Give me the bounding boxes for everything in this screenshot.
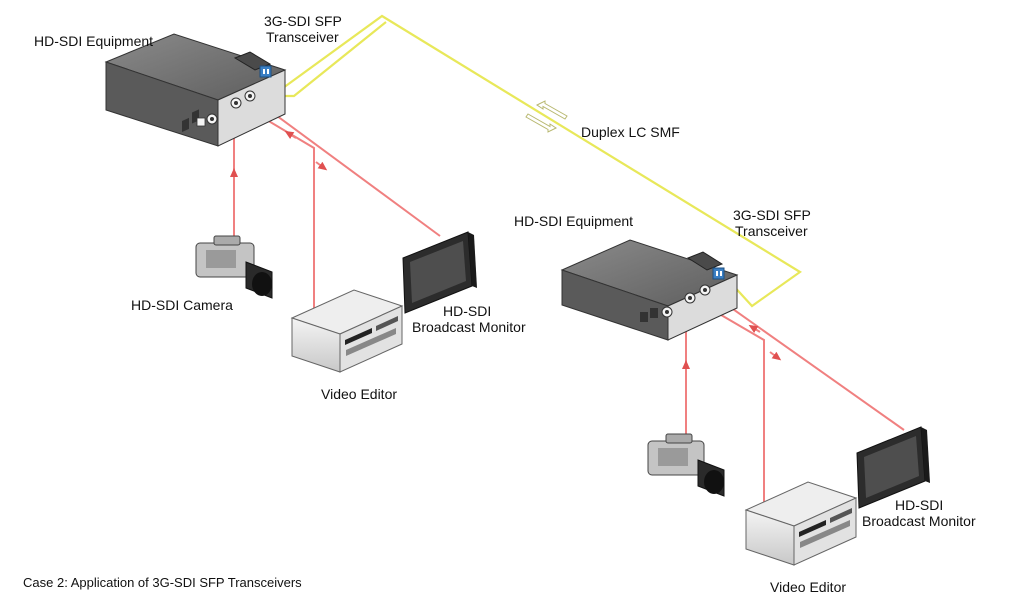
hd-sdi-equipment-1 (104, 33, 287, 147)
hd-sdi-camera-1-icon (195, 235, 273, 299)
editor-2-label: Video Editor (770, 579, 847, 595)
duplex-lc-smf-fiber (278, 14, 802, 308)
monitor-1-label-line1: HD-SDI (443, 303, 492, 319)
hd-sdi-equipment-2 (560, 239, 739, 341)
equipment-1-label: HD-SDI Equipment (34, 33, 154, 49)
sfp-2-label-line2: Transceiver (735, 223, 808, 239)
coax-arrows-1 (230, 130, 328, 180)
sfp-1-label-line2: Transceiver (266, 29, 339, 45)
fiber-label: Duplex LC SMF (581, 124, 680, 140)
sfp-1-label-line1: 3G-SDI SFP (264, 13, 342, 29)
fiber-direction-arrows (525, 100, 568, 133)
video-editor-2-icon (744, 481, 858, 566)
sfp-transceiver-1-icon (233, 51, 272, 78)
broadcast-monitor-1-icon (402, 231, 477, 314)
sfp-2-label-line1: 3G-SDI SFP (733, 207, 811, 223)
sfp-transceiver-2-icon (686, 251, 725, 280)
monitor-1-label-line2: Broadcast Monitor (412, 319, 526, 335)
coax-arrows-2 (682, 324, 782, 372)
coax-monitor-2 (705, 289, 905, 431)
editor-1-label: Video Editor (321, 386, 398, 402)
equipment-2-label: HD-SDI Equipment (514, 213, 634, 229)
monitor-2-label-line2: Broadcast Monitor (862, 513, 976, 529)
broadcast-monitor-2-icon (856, 426, 930, 509)
camera-1-label: HD-SDI Camera (131, 297, 233, 313)
video-editor-1-icon (290, 289, 404, 373)
monitor-2-label-line1: HD-SDI (895, 497, 944, 513)
coax-monitor-1 (249, 95, 441, 237)
diagram-caption: Case 2: Application of 3G-SDI SFP Transc… (23, 575, 302, 590)
hd-sdi-camera-2-icon (647, 433, 725, 497)
